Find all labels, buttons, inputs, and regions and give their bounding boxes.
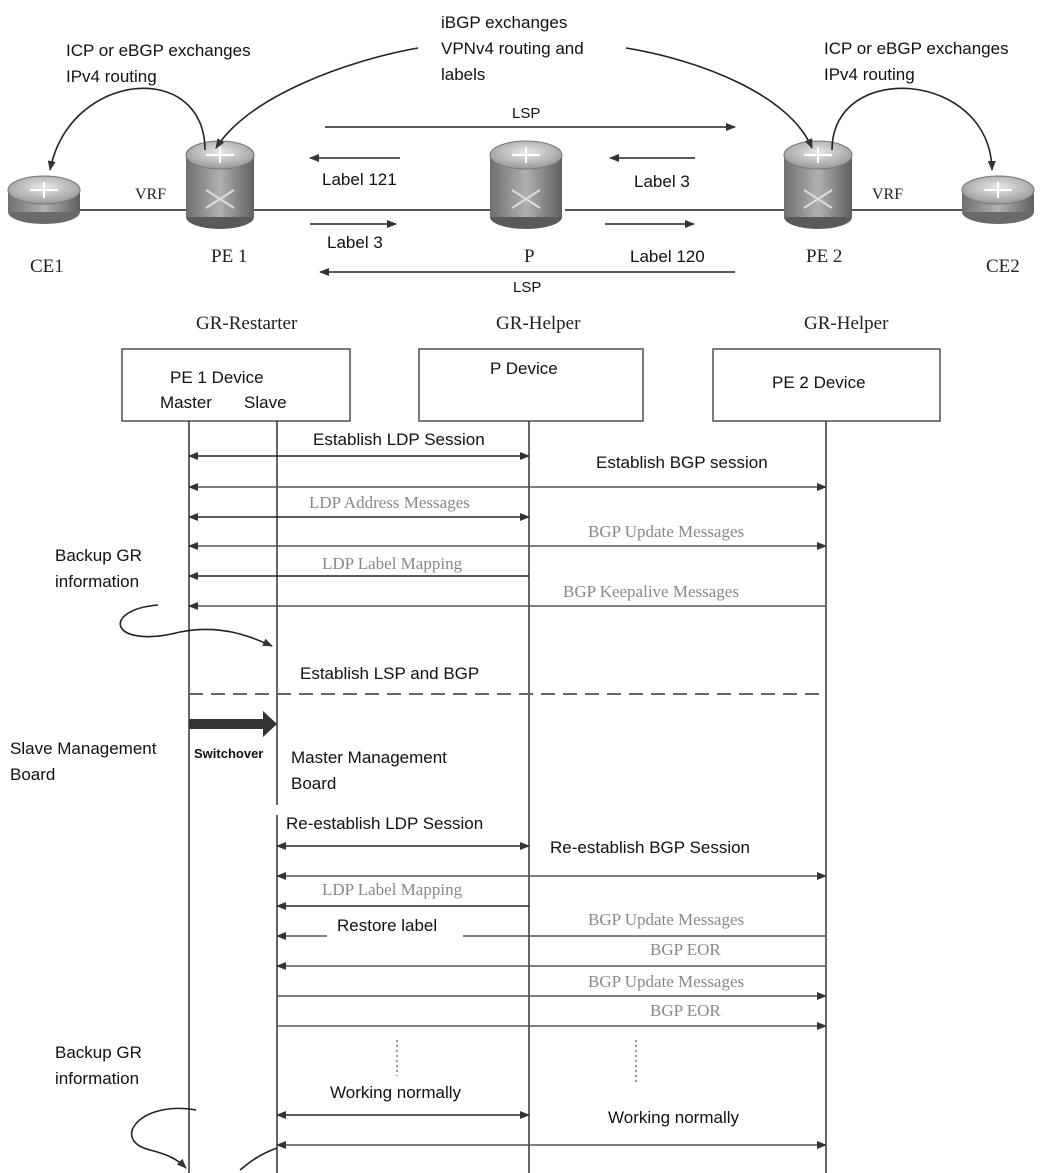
label-120: Label 120: [630, 247, 705, 266]
backup-gr-arrow-1: [119, 604, 273, 647]
msg-restore-label: Restore label: [337, 916, 437, 935]
lsp-top-label: LSP: [512, 105, 540, 122]
msg-bgp-update-3-label: BGP Update Messages: [588, 972, 744, 991]
vrf-right-label: VRF: [872, 186, 903, 203]
router-ce1-label: CE1: [30, 256, 64, 277]
msg-working-1-label: Working normally: [330, 1083, 462, 1102]
backup-gr-note-1: Backup GR information: [55, 546, 147, 591]
msg-establish-lsp-bgp-label: Establish LSP and BGP: [300, 664, 479, 683]
router-ce1-icon: [7, 175, 81, 224]
curve-arrow-right: [831, 87, 996, 171]
router-p-label: P: [524, 246, 535, 267]
vrf-left-label: VRF: [135, 186, 166, 203]
msg-bgp-eor-2-label: BGP EOR: [650, 1001, 721, 1020]
role-p: GR-Helper: [496, 313, 581, 334]
pe1-device-title: PE 1 Device: [170, 368, 264, 387]
msg-bgp-update-2-label: BGP Update Messages: [588, 910, 744, 929]
pe1-device-box: [121, 348, 351, 422]
switchover-arrow-head: [263, 711, 277, 737]
pe1-slave-label: Slave: [244, 393, 287, 412]
pe2-device-title: PE 2 Device: [772, 373, 866, 392]
slave-board-note: Slave Management Board: [10, 739, 161, 784]
router-p-icon: [489, 140, 563, 229]
msg-ldp-label-2-label: LDP Label Mapping: [322, 880, 463, 899]
curve-arrow-left: [47, 87, 206, 171]
backup-gr-arrow-2a: [130, 1107, 197, 1169]
router-pe1-label: PE 1: [211, 246, 247, 267]
router-pe2-label: PE 2: [806, 246, 842, 267]
p-device-box: [418, 348, 644, 422]
ibgp-note: iBGP exchanges VPNv4 routing and labels: [441, 13, 588, 84]
backup-gr-note-2: Backup GR information: [55, 1043, 147, 1088]
label-3-left: Label 3: [327, 233, 383, 252]
master-board-note: Master Management Board: [291, 748, 452, 793]
switchover-label: Switchover: [194, 746, 263, 761]
msg-reestablish-bgp-label: Re-establish BGP Session: [550, 838, 750, 857]
msg-working-2-label: Working normally: [608, 1108, 740, 1127]
router-pe2-icon: [783, 140, 853, 229]
role-pe1: GR-Restarter: [196, 313, 298, 334]
p-device-title: P Device: [490, 359, 558, 378]
msg-reestablish-ldp-label: Re-establish LDP Session: [286, 814, 483, 833]
msg-bgp-keepalive-label: BGP Keepalive Messages: [563, 582, 739, 601]
backup-gr-arrow-2b: [239, 1147, 278, 1171]
msg-bgp-update-1-label: BGP Update Messages: [588, 522, 744, 541]
ibgp-arrow-left: [215, 47, 419, 149]
label-3-right: Label 3: [634, 172, 690, 191]
label-121: Label 121: [322, 170, 397, 189]
pe2-device-box: [712, 348, 941, 422]
msg-ldp-label-1-label: LDP Label Mapping: [322, 554, 463, 573]
msg-bgp-eor-1-label: BGP EOR: [650, 940, 721, 959]
router-ce2-icon: [961, 175, 1035, 224]
right-routing-note: ICP or eBGP exchanges IPv4 routing: [824, 39, 1013, 84]
left-routing-note: ICP or eBGP exchanges IPv4 routing: [66, 41, 255, 86]
role-pe2: GR-Helper: [804, 313, 889, 334]
msg-establish-bgp-label: Establish BGP session: [596, 453, 768, 472]
router-pe1-icon: [185, 140, 255, 229]
router-ce2-label: CE2: [986, 256, 1020, 277]
msg-establish-ldp-label: Establish LDP Session: [313, 430, 485, 449]
ibgp-arrow-right: [625, 47, 813, 149]
pe1-master-label: Master: [160, 393, 212, 412]
switchover-arrow-body: [189, 719, 263, 729]
lsp-bottom-label: LSP: [513, 279, 541, 296]
msg-ldp-address-label: LDP Address Messages: [309, 493, 470, 512]
